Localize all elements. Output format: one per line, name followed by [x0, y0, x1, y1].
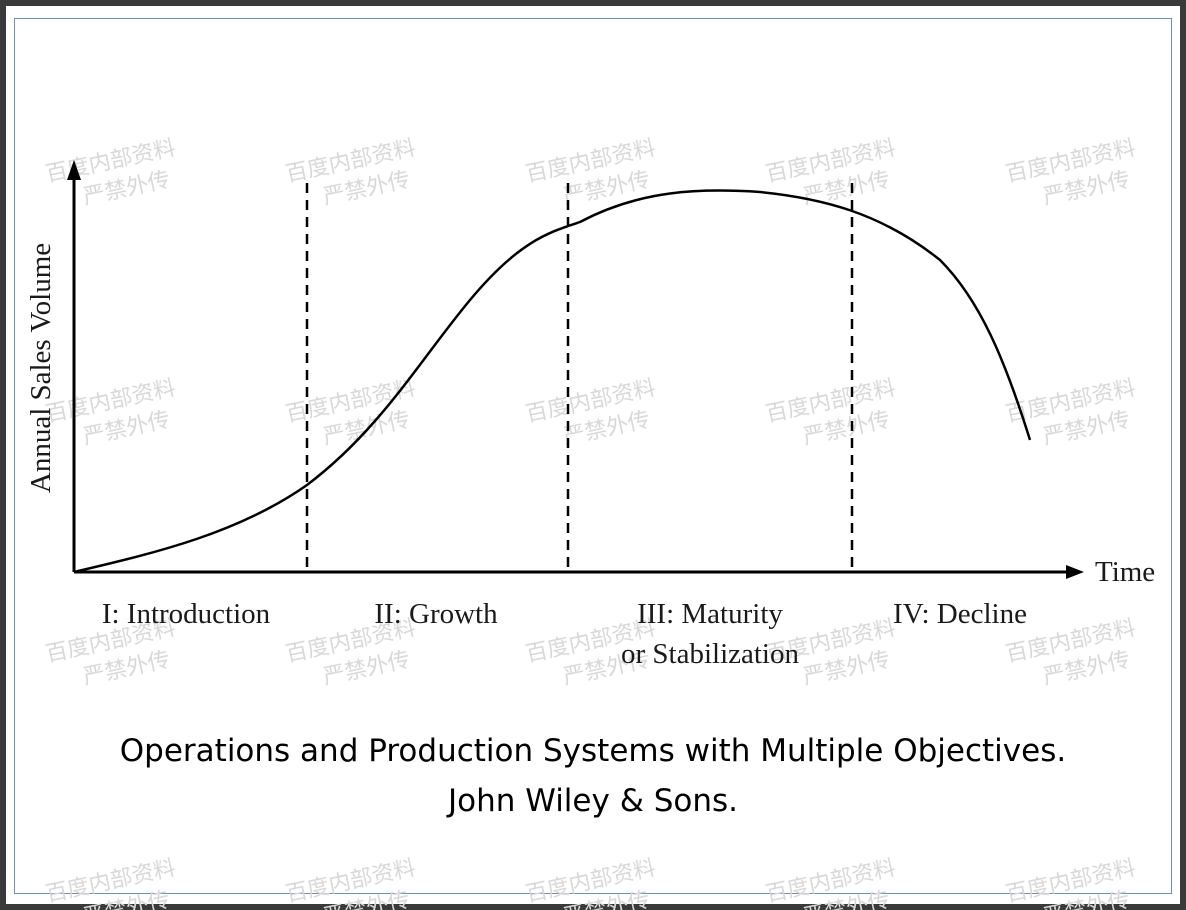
caption-line-1: Operations and Production Systems with M…: [119, 733, 1067, 769]
stage-label-maturity-line2: or Stabilization: [621, 638, 799, 670]
figure-border: [14, 18, 1172, 894]
y-axis-arrow-icon: [67, 160, 81, 180]
stage-label-introduction: I: Introduction: [102, 598, 271, 630]
caption-line-2: John Wiley & Sons.: [447, 783, 739, 819]
y-axis-label: Annual Sales Volume: [25, 243, 57, 493]
sales-curve: [73, 189, 1032, 574]
figure-frame: [6, 6, 1180, 904]
stage-label-growth: II: Growth: [374, 598, 498, 630]
x-axis-label: Time: [1095, 556, 1155, 588]
stage-label-decline: IV: Decline: [893, 598, 1027, 630]
x-axis-arrow-icon: [1066, 565, 1084, 579]
stage-label-maturity: III: Maturity: [637, 598, 783, 630]
